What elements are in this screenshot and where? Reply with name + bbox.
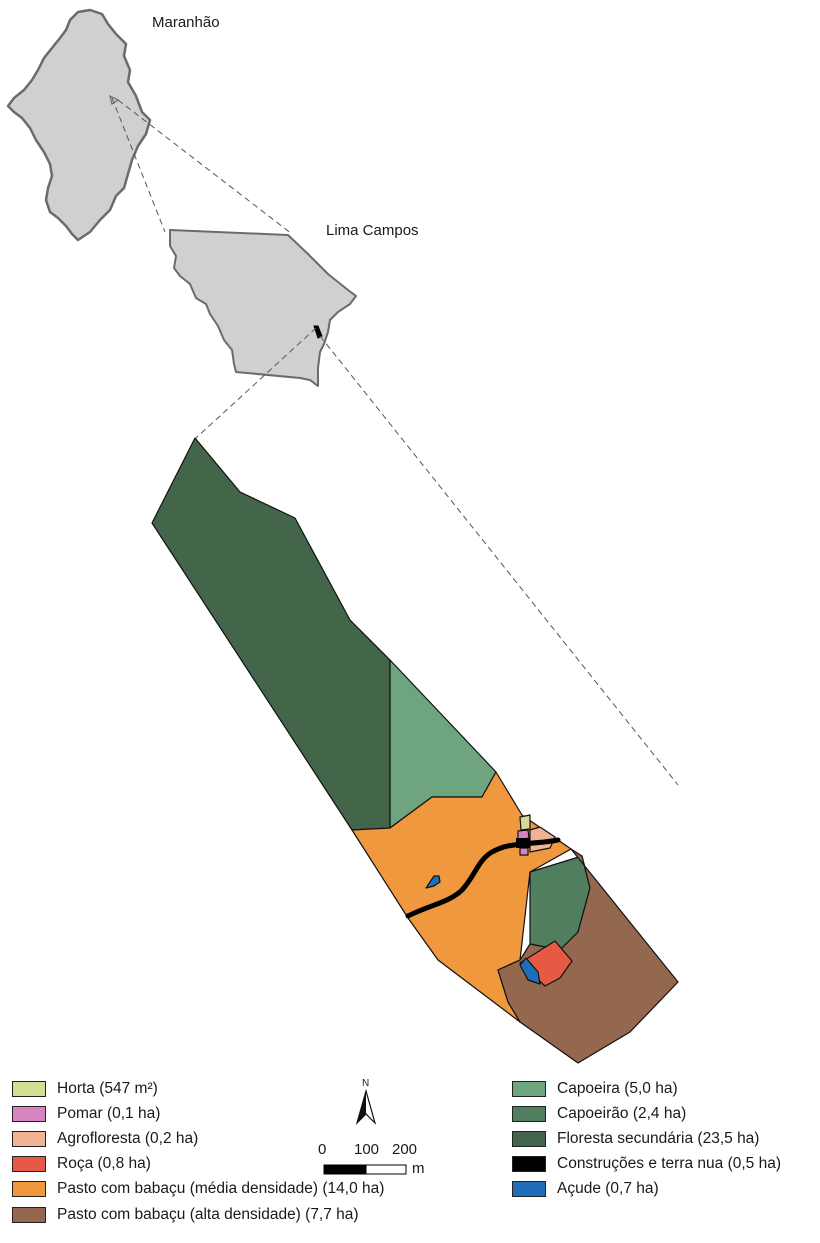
legend-item-pasto-media: Pasto com babaçu (média densidade) (14,0… bbox=[12, 1180, 384, 1198]
legend-item-horta: Horta (547 m²) bbox=[12, 1080, 158, 1098]
leader-line bbox=[195, 327, 317, 439]
leader-line bbox=[319, 335, 679, 786]
horta-area bbox=[519, 814, 531, 831]
legend-item-acude: Açude (0,7 ha) bbox=[512, 1180, 659, 1198]
leader-line bbox=[111, 97, 166, 233]
legend-swatch bbox=[12, 1106, 46, 1122]
legend-item-capoeira: Capoeira (5,0 ha) bbox=[512, 1080, 678, 1098]
legend-item-floresta: Floresta secundária (23,5 ha) bbox=[512, 1130, 759, 1148]
legend-item-agrofloresta: Agrofloresta (0,2 ha) bbox=[12, 1130, 198, 1148]
floresta-secundaria-area bbox=[151, 437, 391, 831]
lima-campos-municipality-shape bbox=[169, 229, 357, 387]
legend-label: Floresta secundária (23,5 ha) bbox=[557, 1130, 760, 1147]
legend-item-roca: Roça (0,8 ha) bbox=[12, 1155, 151, 1173]
municipality-label: Lima Campos bbox=[326, 222, 419, 239]
legend-label: Construções e terra nua (0,5 ha) bbox=[557, 1155, 782, 1172]
legend-swatch bbox=[512, 1131, 546, 1147]
legend-swatch bbox=[12, 1156, 46, 1172]
legend-swatch bbox=[512, 1156, 546, 1172]
north-letter: N bbox=[362, 1078, 370, 1089]
legend-item-pomar: Pomar (0,1 ha) bbox=[12, 1105, 160, 1123]
legend-label: Capoeira (5,0 ha) bbox=[557, 1080, 678, 1097]
scale-tick-label: 200 bbox=[392, 1141, 418, 1158]
legend-swatch bbox=[12, 1207, 46, 1223]
legend-swatch bbox=[512, 1081, 546, 1097]
legend-swatch bbox=[12, 1081, 46, 1097]
legend-label: Agrofloresta (0,2 ha) bbox=[57, 1130, 199, 1147]
scale-tick-label: 100 bbox=[354, 1141, 380, 1158]
acude-area bbox=[425, 875, 441, 889]
legend-item-construcoes: Construções e terra nua (0,5 ha) bbox=[512, 1155, 781, 1173]
construcoes-terra-nua-block bbox=[516, 838, 530, 848]
legend-swatch bbox=[512, 1181, 546, 1197]
legend-label: Capoeirão (2,4 ha) bbox=[557, 1105, 687, 1122]
legend-label: Roça (0,8 ha) bbox=[57, 1155, 151, 1172]
scale-bar-black-segment bbox=[323, 1164, 367, 1175]
legend-label: Pomar (0,1 ha) bbox=[57, 1105, 161, 1122]
acude-area bbox=[519, 957, 541, 985]
state-label: Maranhão bbox=[152, 14, 220, 31]
legend-item-pasto-alta: Pasto com babaçu (alta densidade) (7,7 h… bbox=[12, 1206, 359, 1224]
farm-land-use-map bbox=[151, 437, 679, 1064]
scale-tick-label: 0 bbox=[318, 1141, 327, 1158]
scale-bar-white-segment bbox=[365, 1164, 407, 1175]
leader-line bbox=[117, 99, 293, 235]
pasto-alta-densidade-area bbox=[497, 848, 679, 1064]
legend-swatch bbox=[12, 1181, 46, 1197]
farm-location-marker bbox=[313, 325, 323, 339]
construcoes-terra-nua-road bbox=[405, 837, 561, 919]
legend-swatch bbox=[512, 1106, 546, 1122]
scale-unit-label: m bbox=[412, 1160, 425, 1177]
legend-label: Horta (547 m²) bbox=[57, 1080, 158, 1097]
maranhao-state-shape bbox=[6, 8, 152, 242]
legend-swatch bbox=[12, 1131, 46, 1147]
legend-label: Pasto com babaçu (alta densidade) (7,7 h… bbox=[57, 1206, 359, 1223]
legend-item-capoeirao: Capoeirão (2,4 ha) bbox=[512, 1105, 686, 1123]
pomar-area bbox=[519, 847, 529, 856]
legend-label: Pasto com babaçu (média densidade) (14,0… bbox=[57, 1180, 385, 1197]
legend-label: Açude (0,7 ha) bbox=[557, 1180, 659, 1197]
north-arrow-fill bbox=[357, 1091, 366, 1123]
